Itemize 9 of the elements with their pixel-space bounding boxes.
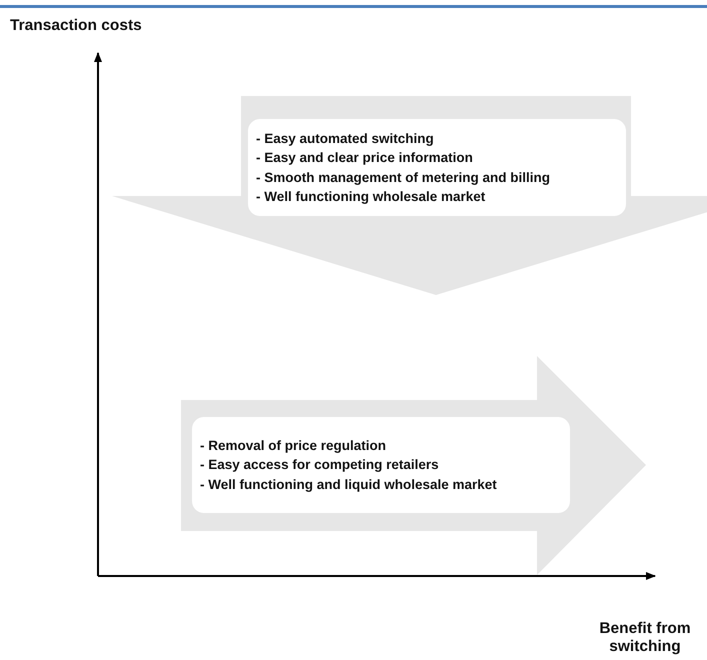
axis-title: Benefit from switching xyxy=(598,620,692,656)
bullet-text: - Removal of price regulation xyxy=(200,436,388,455)
bullet-text: - Easy automated switching xyxy=(256,130,435,148)
axis-title: Transaction costs xyxy=(10,17,143,35)
bullet-text: - Smooth management of metering and billing xyxy=(256,168,552,187)
bullet-text: - Well functioning and liquid wholesale market xyxy=(200,476,498,494)
bullet-text: - Easy and clear price information xyxy=(256,149,474,167)
bullet-text: - Easy access for competing retailers xyxy=(200,456,440,474)
bullet-text: - Well functioning wholesale market xyxy=(256,188,486,206)
